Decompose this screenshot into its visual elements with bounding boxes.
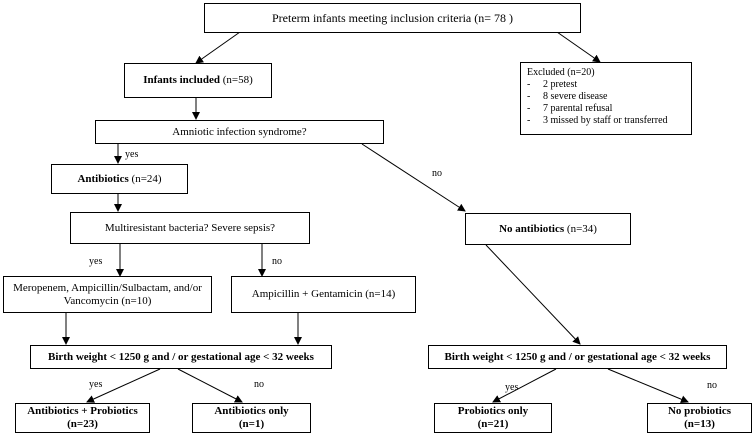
probiotics-only-box: Probiotics only (n=21) (434, 403, 552, 433)
no-antibiotics-box-label: No antibiotics (n=34) (499, 223, 597, 236)
no-bw-right-label: no (707, 380, 717, 391)
no-antibiotics-box: No antibiotics (n=34) (465, 213, 631, 245)
no-amniotic-label: no (432, 168, 442, 179)
antibiotics-bold: Antibiotics (77, 172, 129, 185)
excluded-box: Excluded (n=20) -2 pretest -8 severe dis… (520, 62, 692, 135)
arrow-top-to-included (195, 31, 241, 64)
arrow-amniotic-to-no-antibiotics (361, 143, 466, 212)
antibiotics-rest: (n=24) (128, 172, 162, 185)
abx-only-box: Antibiotics only (n=1) (192, 403, 311, 433)
yes-amniotic-label: yes (125, 149, 139, 160)
included-box-label: Infants included (n=58) (143, 74, 253, 87)
abx-probiotics-line2: (n=23) (67, 418, 98, 430)
included-rest: (n=58) (219, 74, 253, 86)
multiresistant-box: Multiresistant bacteria? Severe sepsis? (70, 212, 310, 244)
meropenem-box-label: Meropenem, Ampicillin/Sulbactam, and/or … (13, 281, 202, 307)
probiotics-only-line2: (n=21) (477, 418, 509, 430)
ampicillin-box-label: Ampicillin + Gentamicin (n=14) (251, 288, 396, 300)
antibiotics-box: Antibiotics (n=24) (51, 164, 188, 194)
antibiotics-box-label: Antibiotics (n=24) (77, 173, 161, 186)
no-multi-label: no (272, 256, 282, 267)
no-probiotics-line2: (n=13) (684, 418, 715, 430)
probiotics-only-line1: Probiotics only (457, 405, 529, 417)
yes-bw-left-label: yes (89, 379, 103, 390)
multiresistant-box-label: Multiresistant bacteria? Severe sepsis? (104, 221, 276, 234)
excluded-title: Excluded (n=20) (527, 67, 595, 78)
included-box: Infants included (n=58) (124, 63, 272, 98)
no-bw-left-label: no (254, 379, 264, 390)
top-box: Preterm infants meeting inclusion criter… (204, 3, 581, 33)
arrow-bw-right-to-proonly (492, 368, 557, 403)
amniotic-box-label: Amniotic infection syndrome? (172, 125, 307, 138)
arrow-bw-left-to-abxonly (177, 368, 243, 403)
excluded-item: -8 severe disease (527, 91, 608, 102)
birthweight-left-box: Birth weight < 1250 g and / or gestation… (30, 345, 332, 369)
amniotic-box: Amniotic infection syndrome? (95, 120, 384, 144)
excluded-item: -7 parental refusal (527, 103, 613, 114)
yes-bw-right-label: yes (505, 382, 519, 393)
excluded-item: -2 pretest (527, 79, 578, 90)
abx-probiotics-box: Antibiotics + Probiotics (n=23) (15, 403, 150, 433)
abx-only-line2: (n=1) (238, 418, 265, 430)
yes-multi-label: yes (89, 256, 103, 267)
excluded-item-label: 8 severe disease (543, 91, 608, 102)
excluded-item-label: 7 parental refusal (543, 103, 613, 114)
ampicillin-box: Ampicillin + Gentamicin (n=14) (231, 276, 416, 313)
birthweight-left-label: Birth weight < 1250 g and / or gestation… (48, 350, 314, 363)
excluded-item: -3 missed by staff or transferred (527, 115, 668, 126)
arrow-top-to-excluded (556, 31, 601, 63)
top-box-label: Preterm infants meeting inclusion criter… (271, 10, 514, 25)
arrow-noabx-to-bw (485, 244, 581, 345)
excluded-item-label: 3 missed by staff or transferred (543, 115, 668, 126)
no-probiotics-line1: No probiotics (667, 405, 732, 417)
no-antibiotics-rest: (n=34) (564, 222, 597, 235)
meropenem-box: Meropenem, Ampicillin/Sulbactam, and/or … (3, 276, 212, 313)
birthweight-right-box: Birth weight < 1250 g and / or gestation… (428, 345, 727, 369)
arrow-bw-left-to-abxpro (86, 368, 161, 403)
no-probiotics-box: No probiotics (n=13) (647, 403, 752, 433)
arrow-bw-right-to-nopro (607, 368, 689, 404)
abx-probiotics-line1: Antibiotics + Probiotics (27, 405, 138, 417)
included-bold: Infants included (143, 74, 220, 86)
no-antibiotics-bold: No antibiotics (499, 222, 565, 235)
abx-only-line1: Antibiotics only (214, 405, 289, 417)
excluded-item-label: 2 pretest (543, 79, 578, 90)
birthweight-right-label: Birth weight < 1250 g and / or gestation… (444, 350, 711, 363)
